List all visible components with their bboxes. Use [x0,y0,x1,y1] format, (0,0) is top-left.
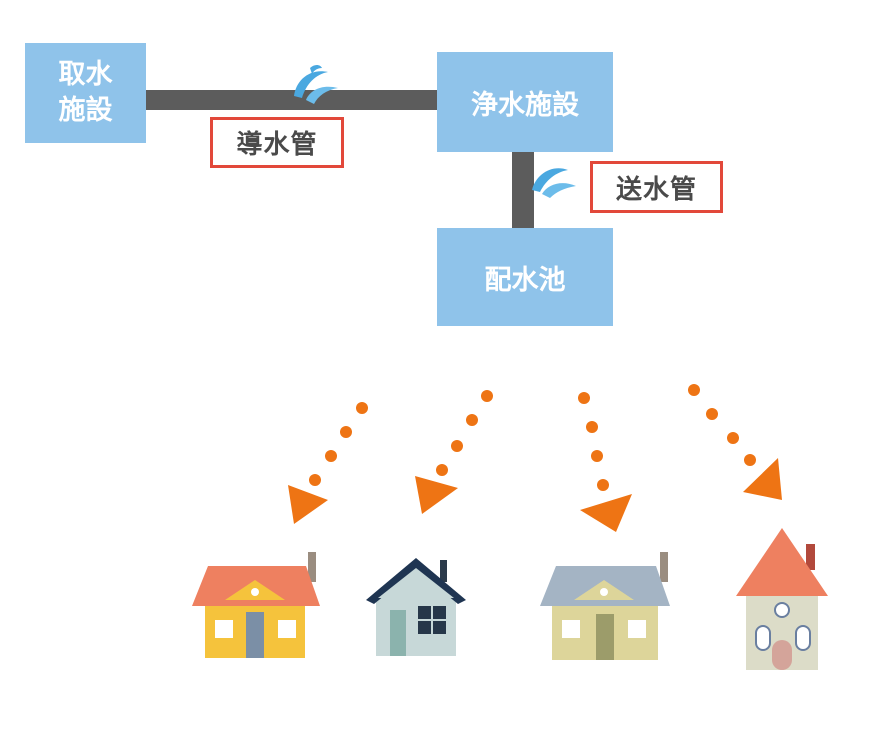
house-icon [366,558,466,656]
arrow-icon [578,392,632,532]
water-splash-icon [532,168,576,198]
purification-facility-box: 浄水施設 [437,52,613,152]
house-icon [736,528,828,670]
conveyance-pipe [146,90,442,110]
arrow-icon [288,402,368,524]
arrow-icon [688,384,782,500]
reservoir-box: 配水池 [437,228,613,326]
intake-facility-box: 取水 施設 [25,43,146,143]
conveyance-pipe-label: 導水管 [210,117,344,168]
water-splash-icon [294,65,338,104]
house-icon [192,552,320,658]
house-icon [540,552,670,660]
arrow-icon [415,390,493,514]
transmission-pipe-label: 送水管 [590,161,723,213]
transmission-pipe [512,150,534,230]
